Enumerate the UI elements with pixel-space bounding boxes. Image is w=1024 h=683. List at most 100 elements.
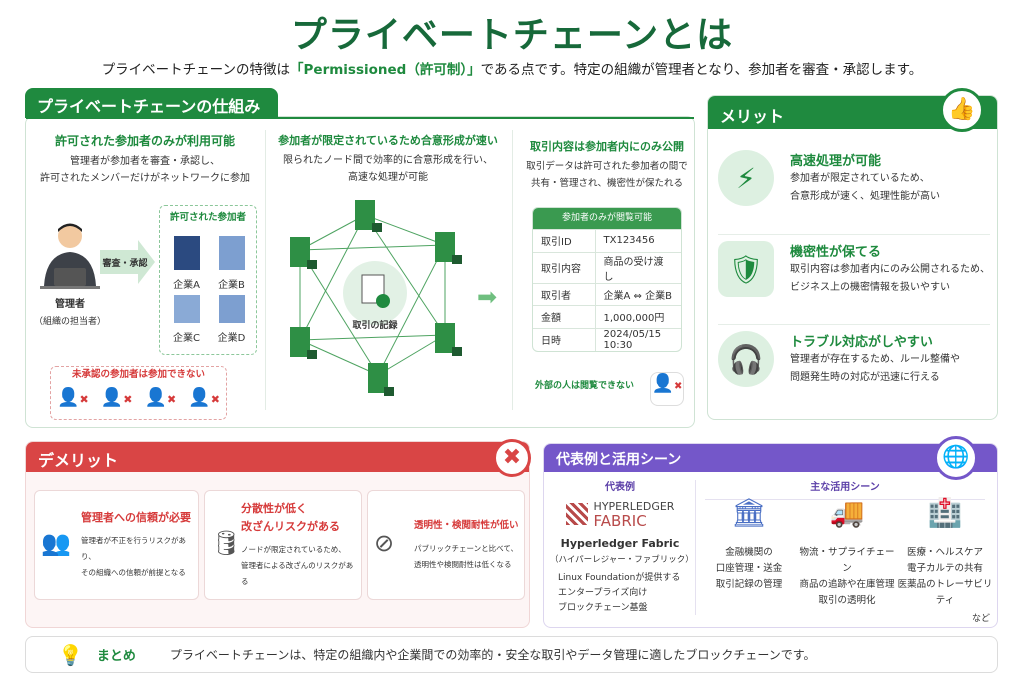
lightbulb-icon: 💡: [58, 642, 83, 667]
company-d: 企業D: [209, 295, 254, 344]
headset-icon: 🎧: [718, 331, 774, 387]
row-value: 2024/05/15 10:30: [595, 327, 681, 351]
allowed-participants: 許可された参加者: [159, 205, 257, 355]
summary-text: プライベートチェーンは、特定の組織内や企業間での効率的・安全な取引やデータ管理に…: [169, 648, 816, 662]
page-title: プライベートチェーンとは: [290, 15, 734, 56]
col2-desc: 限られたノード間で効率的に合意形成を行い、: [283, 155, 493, 166]
subtitle-text: プライベートチェーンの特徴は: [101, 62, 291, 78]
truck-icon: 🚚: [829, 496, 865, 529]
use-case-line: 口座管理・送金: [715, 563, 783, 574]
merit-line: 合意形成が速く、処理性能が高い: [790, 191, 940, 202]
merit-line: 問題発生時の対応が迅速に行える: [790, 372, 940, 383]
subtitle-highlight: 「Permissioned（許可制）」: [290, 62, 481, 78]
demerit-title: 透明性・検閲耐性が低い: [414, 520, 519, 531]
record-label: 取引の記録: [352, 321, 398, 331]
merit-desc: 管理者が存在するため、ルール整備や問題発生時の対応が迅速に行える: [790, 351, 960, 387]
approve-label: 審査・承認: [102, 259, 148, 269]
building-icon: [218, 236, 245, 270]
outsider-label: 外部の人は閲覧できない: [535, 381, 635, 391]
merit-line: ビジネス上の機密情報を扱いやすい: [790, 282, 950, 293]
subtitle-text: である点です。特定の組織が管理者となり、参加者を審査・承認します。: [480, 62, 923, 78]
table-header: 参加者のみが閲覧可能: [533, 208, 681, 229]
scenes-title: 主な活用シーン: [705, 478, 985, 500]
admin-avatar: [40, 220, 100, 290]
demerit-line: パブリックチェーンと比べて、: [414, 544, 518, 553]
demerit-line: その組織への信頼が前提となる: [81, 568, 186, 577]
demerits-header: デメリット: [26, 442, 529, 472]
col1-desc: 管理者が参加者を審査・承認し、: [70, 156, 220, 167]
use-case-line: 電子カルテの共有: [906, 563, 983, 574]
subtitle: プライベートチェーンの特徴は「Permissioned（許可制）」である点です。…: [0, 58, 1024, 78]
table-row: 取引内容商品の受け渡し: [533, 251, 681, 283]
allowed-title: 許可された参加者: [169, 212, 246, 223]
merit-title: トラブル対応がしやすい: [790, 335, 933, 350]
mechanism-header: プライベートチェーンの仕組み: [25, 88, 278, 118]
merit-line: 取引内容は参加者内にのみ公開されるため、: [790, 264, 990, 275]
admin-sub: （組織の担当者）: [33, 317, 106, 327]
merit-item: 🎧トラブル対応がしやすい管理者が存在するため、ルール整備や問題発生時の対応が迅速…: [718, 324, 990, 416]
demerit-card: 🛢分散性が低く改ざんリスクがあるノードが限定されているため、管理者による改ざんの…: [204, 490, 362, 600]
node-network: [290, 200, 462, 396]
thumbs-up-icon: 👍: [940, 88, 984, 132]
merit-line: 管理者が存在するため、ルール整備や: [790, 354, 960, 365]
use-case-line: 医療・ヘルスケア: [906, 547, 983, 558]
rejected-user-icon: 👤✖: [188, 387, 220, 408]
col2-desc: 高速な処理が可能: [348, 172, 428, 183]
admin-label: 管理者: [55, 299, 85, 310]
example-name: Hyperledger Fabric: [560, 537, 680, 550]
examples-panel: 代表例と活用シーン: [543, 443, 998, 628]
demerit-line: ノードが限定されているため、: [241, 545, 346, 554]
row-value: 1,000,000円: [595, 305, 681, 328]
demerit-card: ⊘透明性・検閲耐性が低いパブリックチェーンと比べて、透明性や検閲耐性は低くなる: [367, 490, 525, 600]
row-label: 日時: [533, 327, 596, 351]
rejected-participants: 未承認の参加者は参加できない 👤✖ 👤✖ 👤✖ 👤✖: [50, 366, 227, 420]
shield-lock-icon: 🛡: [718, 241, 774, 297]
use-case: 🏥医療・ヘルスケア電子カルテの共有医薬品のトレーサビリティ: [896, 496, 994, 609]
col3-title: 取引内容は参加者内にのみ公開: [530, 140, 684, 153]
rejected-title: 未承認の参加者は参加できない: [71, 369, 205, 380]
globe-icon: 🌐: [934, 436, 978, 480]
column-divider: [265, 130, 266, 410]
example-desc: エンタープライズ向け: [558, 588, 648, 598]
company-c: 企業C: [164, 295, 209, 344]
demerits-panel: デメリット 👥管理者への信頼が必要管理者が不正を行うリスクがあり、その組織への信…: [25, 441, 530, 628]
approve-arrow: [100, 240, 155, 284]
merit-desc: 取引内容は参加者内にのみ公開されるため、ビジネス上の機密情報を扱いやすい: [790, 261, 990, 297]
column-divider: [512, 130, 513, 410]
column-divider: [695, 480, 696, 615]
close-x-icon: ✖: [493, 439, 531, 477]
users-icon: 👥: [41, 529, 71, 557]
summary-label: まとめ: [96, 649, 136, 664]
logo-text: FABRIC: [593, 512, 647, 530]
hospital-icon: 🏥: [927, 496, 963, 529]
company-label: 企業D: [217, 333, 246, 344]
outsider-blocked-icon: 👤✖: [650, 372, 684, 406]
database-icon: 🛢: [211, 529, 242, 557]
rejected-user-icon: 👤✖: [144, 387, 177, 408]
col3-desc: 取引データは許可された参加者の間で: [526, 161, 688, 172]
row-label: 取引ID: [533, 229, 596, 252]
col2-title: 参加者が限定されているため合意形成が速い: [278, 134, 498, 147]
building-icon: [173, 236, 200, 270]
mechanism-col2: 参加者が限定されているため合意形成が速い 限られたノード間で効率的に合意形成を行…: [268, 132, 508, 186]
example-desc: ブロックチェーン基盤: [558, 603, 648, 613]
merit-title: 高速処理が可能: [790, 154, 882, 169]
use-case-line: 商品の追跡や在庫管理: [799, 579, 895, 590]
bank-icon: 🏛: [731, 496, 767, 529]
company-label: 企業B: [218, 280, 245, 291]
row-value: 企業A ⇔ 企業B: [595, 282, 681, 306]
logo-dots-icon: [565, 503, 588, 525]
merit-item: ⚡高速処理が可能参加者が限定されているため、合意形成が速く、処理性能が高い: [718, 144, 990, 236]
use-case: 🏛金融機関の口座管理・送金取引記録の管理: [700, 496, 798, 609]
building-icon: [218, 295, 245, 323]
header-divider: [26, 117, 694, 119]
use-case-line: 金融機関の: [725, 547, 773, 558]
mechanism-col1: 許可された参加者のみが利用可能 管理者が参加者を審査・承認し、 許可されたメンバ…: [30, 132, 260, 187]
company-a: 企業A: [164, 236, 209, 291]
row-value: 商品の受け渡し: [595, 251, 681, 283]
company-label: 企業C: [173, 333, 200, 344]
